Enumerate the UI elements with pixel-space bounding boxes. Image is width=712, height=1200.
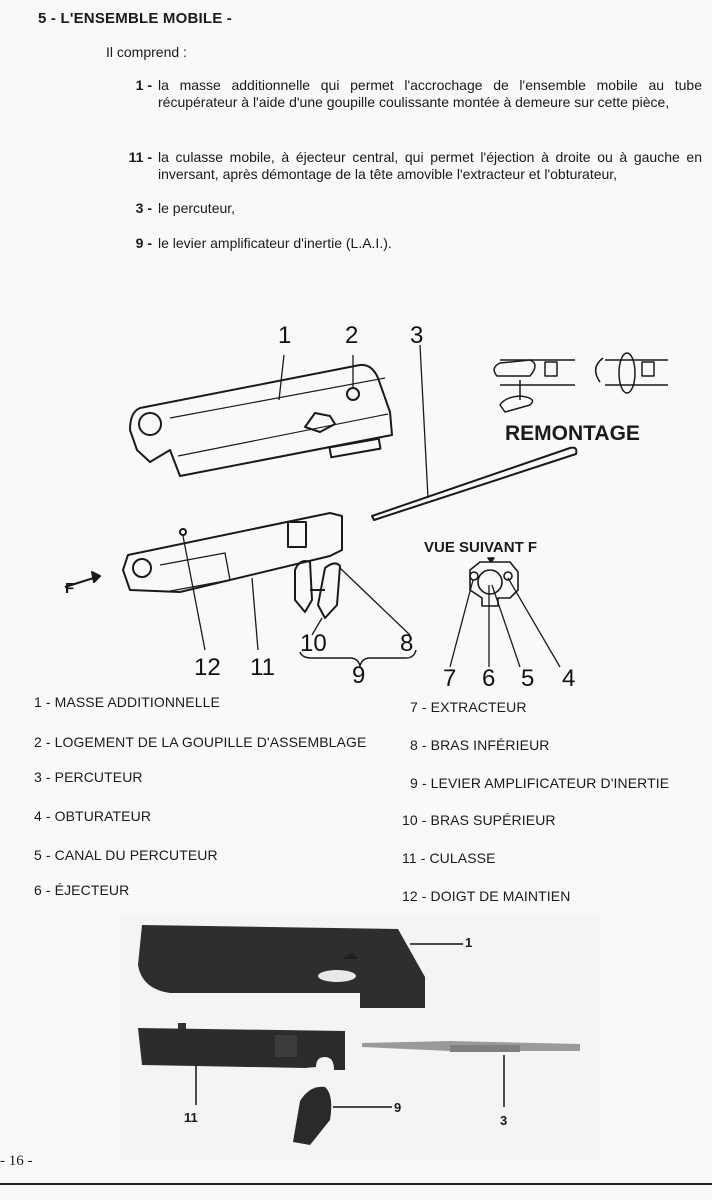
photo-label-1: 1 bbox=[465, 935, 473, 950]
legend-item: 10 - BRAS SUPÉRIEUR bbox=[402, 812, 556, 828]
legend-item: 4 - OBTURATEUR bbox=[34, 808, 152, 824]
lever-drawing bbox=[294, 560, 417, 667]
list-item: 11 - la culasse mobile, à éjecteur centr… bbox=[112, 149, 702, 183]
item-number: 11 - bbox=[128, 149, 152, 165]
callout-4: 4 bbox=[562, 665, 576, 692]
callout-8: 8 bbox=[400, 630, 414, 657]
callout-6: 6 bbox=[482, 665, 496, 692]
callout-10: 10 bbox=[300, 630, 327, 657]
legend-item: 12 - DOIGT DE MAINTIEN bbox=[402, 888, 571, 904]
mass-drawing bbox=[129, 354, 393, 477]
item-text: le levier amplificateur d'inertie (L.A.I… bbox=[158, 235, 392, 251]
item-number: 1 - bbox=[135, 77, 152, 93]
callout-9: 9 bbox=[352, 662, 366, 689]
view-arrow-label: F bbox=[65, 580, 75, 597]
list-item: 9 - le levier amplificateur d'inertie (L… bbox=[112, 235, 702, 252]
section-title: 5 - L'ENSEMBLE MOBILE - bbox=[38, 10, 233, 27]
legend-item: 1 - MASSE ADDITIONNELLE bbox=[34, 694, 220, 710]
callout-1: 1 bbox=[278, 322, 292, 349]
callout-5: 5 bbox=[521, 665, 535, 692]
item-text: la masse additionnelle qui permet l'accr… bbox=[158, 77, 702, 110]
list-item: 1 - la masse additionnelle qui permet l'… bbox=[112, 77, 702, 111]
legend-item: 11 - CULASSE bbox=[402, 850, 496, 866]
front-view-drawing bbox=[449, 557, 561, 668]
remontage-heading: REMONTAGE bbox=[505, 422, 640, 445]
callout-2: 2 bbox=[345, 322, 359, 349]
page-number: - 16 - bbox=[0, 1153, 33, 1169]
exploded-diagram bbox=[64, 344, 668, 668]
callout-3: 3 bbox=[410, 322, 424, 349]
legend-item: 9 - LEVIER AMPLIFICATEUR D'INERTIE bbox=[410, 775, 670, 791]
photo-label-3: 3 bbox=[500, 1113, 508, 1128]
item-text: la culasse mobile, à éjecteur central, q… bbox=[158, 149, 702, 182]
legend-item: 7 - EXTRACTEUR bbox=[410, 699, 527, 715]
legend-item: 5 - CANAL DU PERCUTEUR bbox=[34, 847, 218, 863]
parts-photograph bbox=[120, 915, 600, 1160]
intro-text: Il comprend : bbox=[106, 44, 187, 60]
legend-item: 6 - ÉJECTEUR bbox=[34, 882, 130, 898]
photo-label-9: 9 bbox=[394, 1100, 402, 1115]
item-number: 3 - bbox=[135, 200, 152, 216]
callout-11: 11 bbox=[250, 654, 275, 681]
list-item: 3 - le percuteur, bbox=[112, 200, 702, 217]
firing-pin-drawing bbox=[371, 344, 578, 521]
photo-label-11: 11 bbox=[184, 1110, 198, 1125]
vue-suivant-heading: VUE SUIVANT F bbox=[424, 539, 538, 556]
item-text: le percuteur, bbox=[158, 200, 236, 216]
item-number: 9 - bbox=[135, 235, 152, 251]
legend-item: 2 - LOGEMENT DE LA GOUPILLE D'ASSEMBLAGE bbox=[34, 734, 367, 750]
footer-rule bbox=[0, 1183, 712, 1185]
legend-item: 3 - PERCUTEUR bbox=[34, 769, 143, 785]
callout-7: 7 bbox=[443, 665, 457, 692]
legend-item: 8 - BRAS INFÉRIEUR bbox=[410, 737, 550, 753]
callout-12: 12 bbox=[194, 654, 221, 681]
reassembly-sketch bbox=[493, 352, 668, 413]
bolt-drawing bbox=[64, 512, 343, 651]
